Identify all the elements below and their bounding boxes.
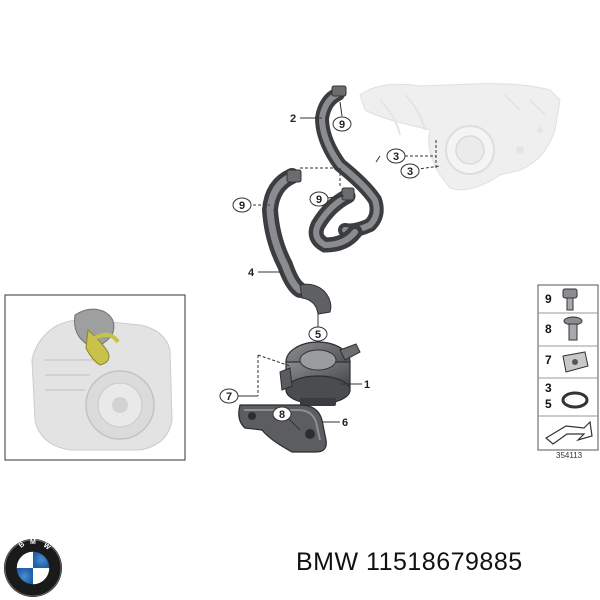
legend-item-3: 3 [545, 381, 552, 395]
o-ring-icon [561, 391, 589, 409]
callout-9-mid: 9 [309, 191, 329, 207]
svg-text:M: M [30, 539, 36, 546]
callout-3-upper: 3 [386, 148, 406, 164]
callout-7: 7 [219, 388, 239, 404]
svg-text:8: 8 [279, 409, 285, 421]
callout-2: 2 [290, 113, 296, 125]
engine-overview-inset [4, 294, 186, 461]
ghost-turbocharger [359, 83, 561, 191]
parts-legend: 9 8 7 3 5 354113 [537, 284, 599, 460]
callout-4: 4 [248, 267, 255, 279]
hose-2 [315, 85, 384, 238]
svg-text:9: 9 [316, 194, 322, 206]
callout-5: 5 [308, 326, 328, 342]
svg-text:W: W [42, 542, 52, 552]
diagram-code: 354113 [556, 451, 583, 460]
clip-nut-icon [562, 351, 589, 373]
callout-6: 6 [342, 417, 348, 429]
legend-item-7: 7 [545, 353, 552, 367]
svg-text:9: 9 [239, 200, 245, 212]
electric-water-pump [279, 341, 361, 406]
hose-4 [262, 168, 363, 315]
svg-text:5: 5 [315, 329, 321, 341]
assembly-arrow-icon [544, 420, 593, 445]
svg-text:9: 9 [339, 119, 345, 131]
svg-text:3: 3 [407, 166, 413, 178]
callout-1: 1 [364, 379, 370, 391]
svg-text:7: 7 [226, 391, 232, 403]
svg-text:3: 3 [393, 151, 399, 163]
legend-item-9: 9 [545, 292, 552, 306]
screw-icon [563, 316, 583, 341]
part-number-caption: BMW 11518679885 [296, 548, 523, 576]
callouts: 2 4 1 6 9 3 3 9 9 5 7 [219, 113, 420, 429]
callout-8: 8 [272, 406, 292, 422]
bolt-icon [562, 288, 578, 311]
callout-leaders [236, 101, 441, 431]
bmw-logo: B M W [4, 539, 62, 597]
callout-9-left: 9 [232, 197, 252, 213]
legend-item-5: 5 [545, 397, 552, 411]
pump-bracket [238, 404, 327, 453]
callout-9-top: 9 [332, 116, 352, 132]
legend-item-8: 8 [545, 322, 552, 336]
svg-text:B: B [18, 541, 26, 550]
callout-3-lower: 3 [400, 163, 420, 179]
